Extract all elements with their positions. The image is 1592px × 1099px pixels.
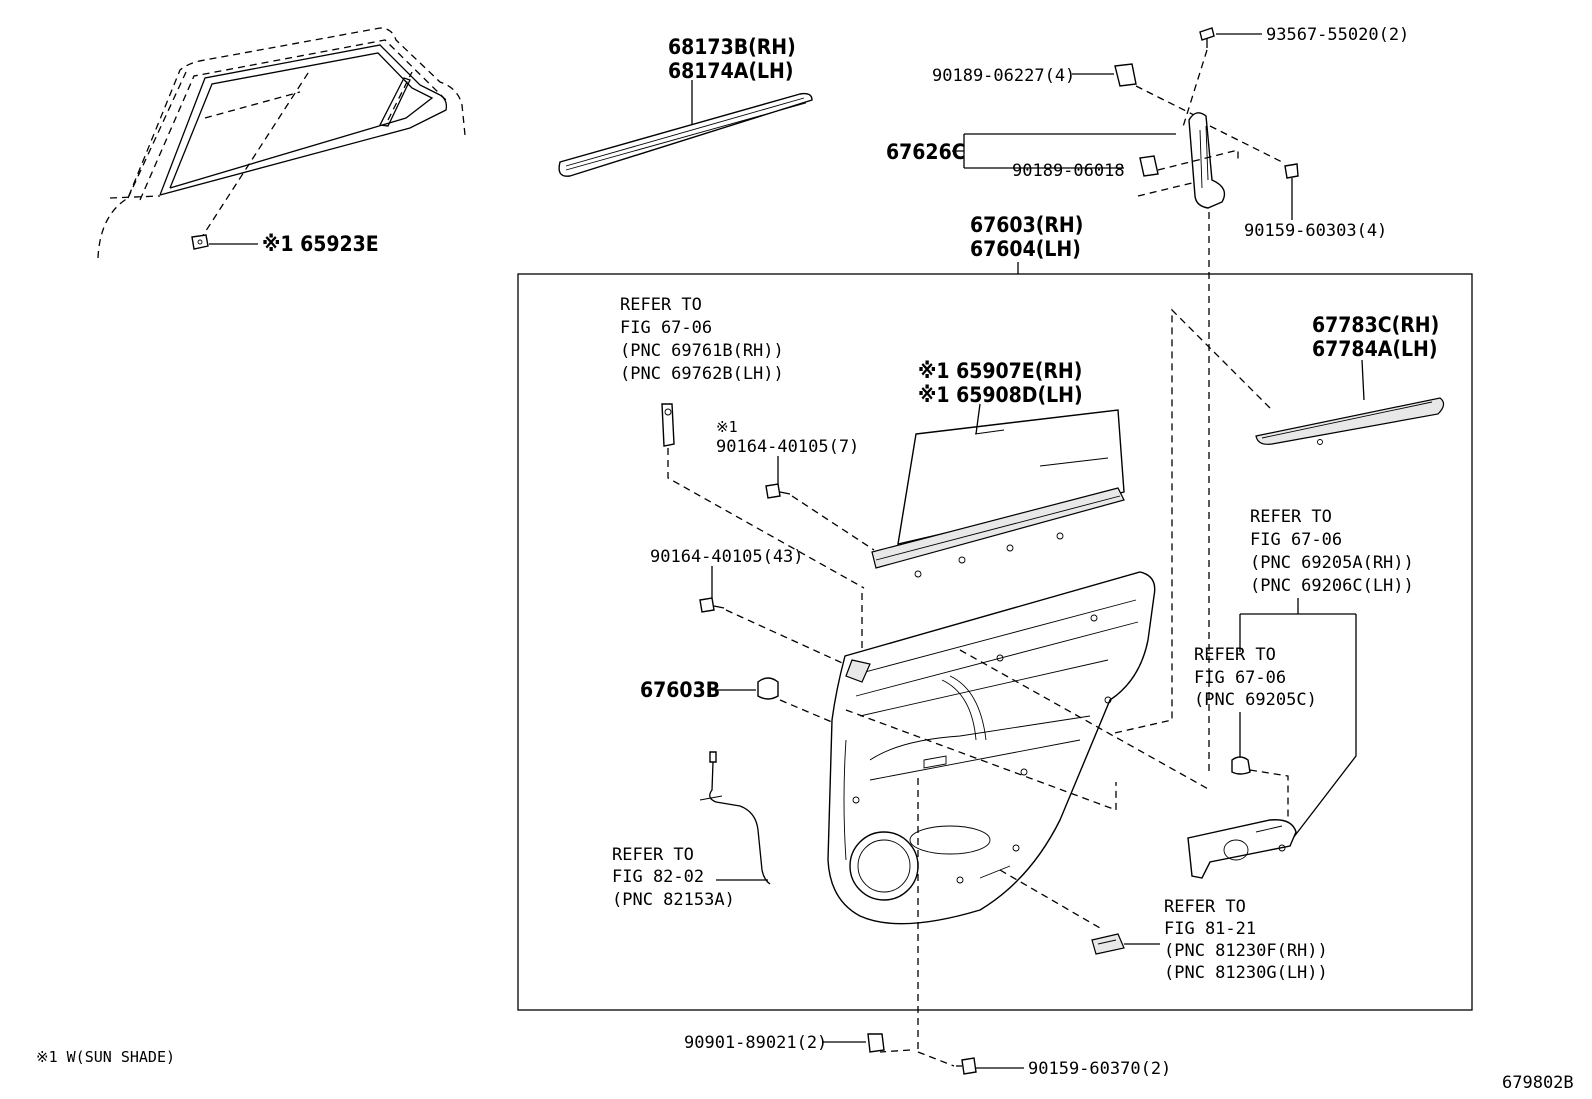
- refer-4-line-3: (PNC 82153A): [612, 890, 735, 910]
- courtesy-lamp-wire: [699, 751, 771, 885]
- screw-90164-43: [699, 566, 863, 673]
- label-67604: 67604(LH): [970, 237, 1081, 261]
- label-67784a: 67784A(LH): [1312, 337, 1437, 361]
- refer-4-line-1: REFER TO: [612, 845, 694, 865]
- screw-90159-60303: [1284, 163, 1299, 220]
- pin-69761b: [661, 403, 865, 589]
- label-65907e: ※1 65907E(RH): [918, 359, 1082, 383]
- clip-90189-06227: [1072, 63, 1197, 117]
- refer-1-line-3: (PNC 69761B(RH)): [620, 341, 784, 361]
- screw-93567: [1181, 27, 1262, 131]
- sun-shade: [871, 403, 1125, 578]
- refer-3-line-3: (PNC 69205C): [1194, 690, 1317, 710]
- label-90159-60303: 90159-60303(4): [1244, 221, 1387, 241]
- belt-molding: [558, 80, 813, 177]
- footnote: ※1 W(SUN SHADE): [36, 1048, 175, 1066]
- label-90159-60370: 90159-60370(2): [1028, 1059, 1171, 1079]
- label-93567: 93567-55020(2): [1266, 25, 1409, 45]
- trim-leader-bottom-2: [879, 1049, 911, 1053]
- upper-garnish: [1109, 308, 1445, 735]
- door-trim-board: [827, 571, 1156, 925]
- refer-1-line-2: FIG 67-06: [620, 318, 712, 338]
- label-65923e: ※1 65923E: [262, 232, 379, 256]
- clip-67603b: [712, 677, 847, 729]
- refer-1-line-4: (PNC 69762B(LH)): [620, 364, 784, 384]
- refer-note-2: REFER TO FIG 67-06 (PNC 69205A(RH)) (PNC…: [1239, 507, 1414, 843]
- refer-2-line-4: (PNC 69206C(LH)): [1250, 576, 1414, 596]
- label-90189-06018: 90189-06018: [1012, 161, 1125, 181]
- refer-note-4: REFER TO FIG 82-02 (PNC 82153A): [612, 845, 735, 910]
- refer-note-3: REFER TO FIG 67-06 (PNC 69205C): [1194, 645, 1317, 828]
- label-90189-06227: 90189-06227(4): [932, 66, 1075, 86]
- label-90164-43: 90164-40105(43): [650, 547, 804, 567]
- trim-leader-1: [845, 709, 1117, 811]
- refer-note-1: REFER TO FIG 67-06 (PNC 69761B(RH)) (PNC…: [620, 295, 784, 384]
- refer-2-line-1: REFER TO: [1250, 507, 1332, 527]
- screw-90159-60370: [917, 1051, 1024, 1075]
- label-65908d: ※1 65908D(LH): [918, 383, 1083, 407]
- courtesy-lamp: [1091, 933, 1160, 955]
- refer-3-line-1: REFER TO: [1194, 645, 1276, 665]
- trim-leader-3: [999, 869, 1101, 929]
- label-90901: 90901-89021(2): [684, 1033, 827, 1053]
- refer-5-line-1: REFER TO: [1164, 897, 1246, 917]
- door-frame-illustration: [97, 27, 466, 259]
- clip-90901: [822, 1033, 885, 1053]
- refer-2-line-2: FIG 67-06: [1250, 530, 1342, 550]
- bracket-67626c: [952, 112, 1283, 209]
- assembly-box: [517, 273, 1473, 1011]
- refer-5-line-4: (PNC 81230G(LH)): [1164, 963, 1328, 983]
- diagram-id: 679802B: [1502, 1073, 1574, 1093]
- label-67626c: 67626C: [886, 140, 966, 164]
- refer-note-5: REFER TO FIG 81-21 (PNC 81230F(RH)) (PNC…: [1164, 897, 1328, 983]
- label-90164-7: 90164-40105(7): [716, 437, 859, 457]
- label-67603: 67603(RH): [970, 213, 1083, 237]
- refer-2-line-3: (PNC 69205A(RH)): [1250, 553, 1414, 573]
- screw-90164-7: [765, 456, 875, 551]
- refer-5-line-2: FIG 81-21: [1164, 919, 1256, 939]
- clip-65923e: [191, 234, 258, 250]
- label-90164-7-mark: ※1: [716, 418, 738, 436]
- label-67783c: 67783C(RH): [1312, 313, 1439, 337]
- inside-handle-bezel: [1187, 819, 1297, 879]
- label-68174a: 68174A(LH): [668, 59, 793, 83]
- refer-3-line-2: FIG 67-06: [1194, 668, 1286, 688]
- refer-1-line-1: REFER TO: [620, 295, 702, 315]
- label-67603b: 67603B: [640, 678, 720, 702]
- refer-4-line-2: FIG 82-02: [612, 867, 704, 887]
- refer-5-line-3: (PNC 81230F(RH)): [1164, 941, 1328, 961]
- label-68173b: 68173B(RH): [668, 35, 796, 59]
